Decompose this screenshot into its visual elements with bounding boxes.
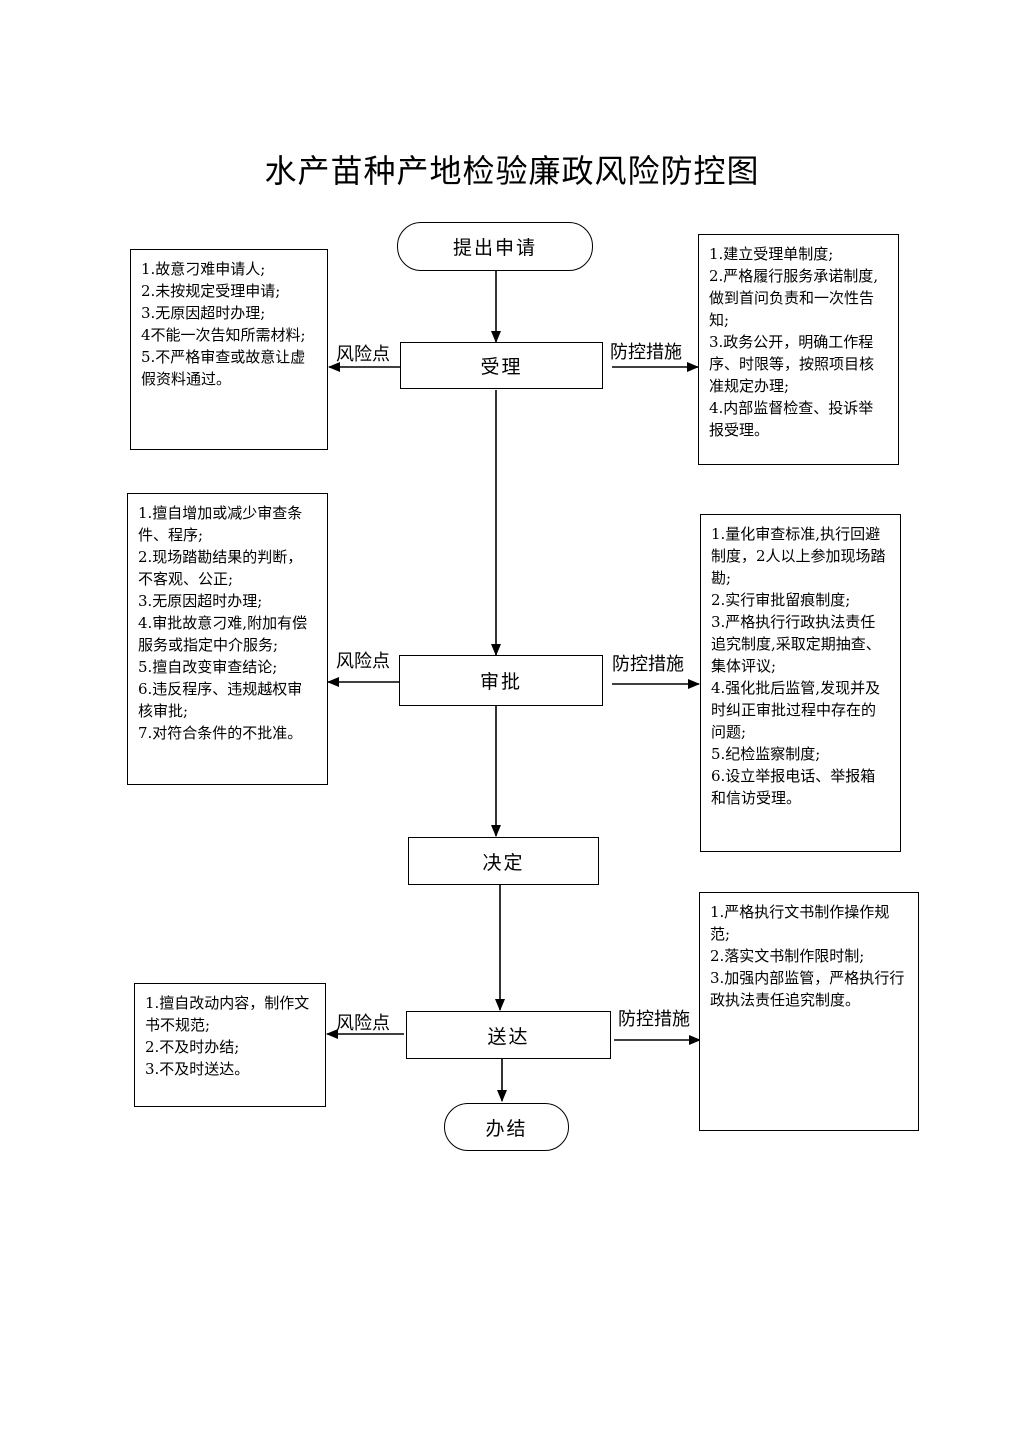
control-item: 2.实行审批留痕制度; bbox=[711, 591, 851, 609]
risk-box-approve: 1.擅自增加或减少审查条件、程序; 2.现场踏勘结果的判断，不客观、公正; 3.… bbox=[127, 493, 328, 785]
control-label-deliver: 防控措施 bbox=[618, 1009, 690, 1030]
risk-item: 5.不严格审查或故意让虚假资料通过。 bbox=[141, 348, 306, 388]
control-item: 1.建立受理单制度; bbox=[709, 245, 834, 263]
control-item: 2.落实文书制作限时制; bbox=[710, 947, 865, 965]
control-box-accept: 1.建立受理单制度; 2.严格履行服务承诺制度,做到首问负责和一次性告知; 3.… bbox=[698, 234, 899, 465]
control-item: 3.政务公开，明确工作程序、时限等，按照项目核准规定办理; bbox=[709, 333, 875, 395]
node-deliver: 送达 bbox=[406, 1011, 611, 1059]
node-approve: 审批 bbox=[399, 655, 603, 706]
control-item: 5.纪检监察制度; bbox=[711, 745, 821, 763]
control-box-deliver: 1.严格执行文书制作操作规范; 2.落实文书制作限时制; 3.加强内部监管，严格… bbox=[699, 892, 919, 1131]
risk-item: 2.不及时办结; bbox=[145, 1038, 240, 1056]
risk-item: 3.无原因超时办理; bbox=[138, 592, 263, 610]
node-decide: 决定 bbox=[408, 837, 599, 885]
risk-label-approve: 风险点 bbox=[336, 651, 390, 672]
control-label-approve: 防控措施 bbox=[612, 654, 684, 675]
node-finish: 办结 bbox=[444, 1103, 569, 1151]
risk-item: 3.不及时送达。 bbox=[145, 1060, 250, 1078]
risk-box-accept: 1.故意刁难申请人; 2.未按规定受理申请; 3.无原因超时办理; 4不能一次告… bbox=[130, 249, 328, 450]
risk-item: 2.未按规定受理申请; bbox=[141, 282, 281, 300]
control-item: 3.加强内部监管，严格执行行政执法责任追究制度。 bbox=[710, 969, 905, 1009]
risk-item: 1.擅自改动内容，制作文书不规范; bbox=[145, 994, 310, 1034]
risk-item: 1.擅自增加或减少审查条件、程序; bbox=[138, 504, 303, 544]
node-accept: 受理 bbox=[400, 342, 603, 389]
risk-item: 1.故意刁难申请人; bbox=[141, 260, 266, 278]
page-title: 水产苗种产地检验廉政风险防控图 bbox=[264, 152, 760, 190]
control-item: 1.量化审查标准,执行回避制度，2人以上参加现场踏勘; bbox=[711, 525, 886, 587]
risk-item: 3.无原因超时办理; bbox=[141, 304, 266, 322]
control-item: 3.严格执行行政执法责任追究制度,采取定期抽查、集体评议; bbox=[711, 613, 881, 675]
control-box-approve: 1.量化审查标准,执行回避制度，2人以上参加现场踏勘; 2.实行审批留痕制度; … bbox=[700, 514, 901, 852]
control-item: 6.设立举报电话、举报箱和信访受理。 bbox=[711, 767, 876, 807]
risk-item: 4.审批故意刁难,附加有偿服务或指定中介服务; bbox=[138, 614, 308, 654]
risk-box-deliver: 1.擅自改动内容，制作文书不规范; 2.不及时办结; 3.不及时送达。 bbox=[134, 983, 326, 1107]
risk-label-accept: 风险点 bbox=[336, 344, 390, 365]
risk-item: 5.擅自改变审查结论; bbox=[138, 658, 278, 676]
control-item: 2.严格履行服务承诺制度,做到首问负责和一次性告知; bbox=[709, 267, 879, 329]
control-label-accept: 防控措施 bbox=[610, 342, 682, 363]
risk-item: 6.违反程序、违规越权审核审批; bbox=[138, 680, 303, 720]
risk-item: 4不能一次告知所需材料; bbox=[141, 326, 306, 344]
risk-item: 2.现场踏勘结果的判断，不客观、公正; bbox=[138, 548, 303, 588]
risk-label-deliver: 风险点 bbox=[336, 1013, 390, 1034]
control-item: 4.内部监督检查、投诉举报受理。 bbox=[709, 399, 874, 439]
control-item: 1.严格执行文书制作操作规范; bbox=[710, 903, 890, 943]
control-item: 4.强化批后监管,发现并及时纠正审批过程中存在的问题; bbox=[711, 679, 881, 741]
node-apply: 提出申请 bbox=[397, 222, 593, 271]
risk-item: 7.对符合条件的不批准。 bbox=[138, 724, 303, 742]
